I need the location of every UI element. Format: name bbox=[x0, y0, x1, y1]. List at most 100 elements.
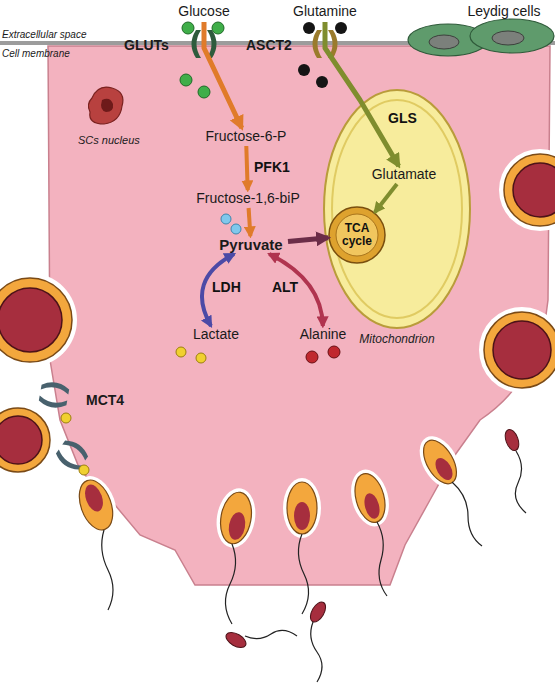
germ-cell-nucleus bbox=[513, 163, 555, 217]
enzyme-label: GLS bbox=[388, 110, 417, 126]
germ-cell-body bbox=[0, 278, 72, 362]
cell-type-node: Leydig cells bbox=[455, 2, 553, 22]
node-text: Fructose-6-P bbox=[206, 129, 287, 144]
metabolite-node: Pyruvate bbox=[214, 236, 288, 254]
tca-outer-ring bbox=[329, 207, 385, 263]
germ-cell-halo bbox=[499, 149, 555, 231]
enzyme-label: ALT bbox=[272, 279, 298, 295]
metabolite-node: Fructose-6-P bbox=[198, 128, 294, 146]
transporter-half bbox=[41, 380, 70, 394]
transporter-label: GLUTs bbox=[124, 37, 169, 53]
sperm-tail bbox=[102, 530, 113, 610]
spermatid-body bbox=[287, 482, 317, 534]
leydig-nucleus bbox=[429, 35, 459, 49]
lactate-molecule bbox=[196, 353, 206, 363]
lactate-molecule bbox=[61, 413, 71, 423]
sperm-tail bbox=[225, 544, 235, 624]
mct4-transporter bbox=[38, 380, 70, 409]
germ-cell-nucleus bbox=[0, 416, 42, 464]
spermatid bbox=[68, 470, 124, 610]
region-label: Cell membrane bbox=[2, 48, 70, 59]
spermatid-nucleus bbox=[227, 511, 248, 541]
node-text: Pyruvate bbox=[219, 237, 282, 254]
spermatid-nucleus bbox=[294, 502, 310, 530]
germ-cell bbox=[499, 149, 555, 231]
node-text: Leydig cells bbox=[467, 4, 540, 19]
sperm-head bbox=[307, 599, 328, 624]
sperm-tail bbox=[377, 522, 387, 596]
spermatid-nucleus bbox=[362, 492, 382, 521]
spermatid bbox=[411, 429, 482, 546]
pathway-arrow bbox=[325, 22, 399, 166]
glucose-molecule bbox=[198, 86, 210, 98]
glucose-molecule bbox=[182, 22, 194, 34]
germ-cell-halo bbox=[479, 307, 555, 393]
germ-cell-halo bbox=[0, 404, 54, 476]
spermatid-halo bbox=[411, 429, 468, 494]
leydig-nucleus bbox=[492, 31, 524, 45]
pathway-arrow bbox=[246, 146, 247, 190]
pathway-arrow bbox=[288, 238, 328, 242]
tca-inner-ring bbox=[336, 214, 378, 256]
transporter-label: ASCT2 bbox=[246, 37, 292, 53]
germ-cell bbox=[0, 404, 54, 476]
node-text: Glutamine bbox=[293, 4, 357, 19]
transporter-half bbox=[62, 437, 90, 461]
lactate-molecule bbox=[79, 465, 89, 475]
pyruvate-molecule bbox=[231, 224, 241, 234]
spermatid bbox=[283, 478, 321, 614]
metabolite-node: Lactate bbox=[186, 326, 246, 344]
spermatid-body bbox=[73, 475, 119, 534]
germ-cell-body bbox=[0, 408, 50, 472]
glutamine-molecule bbox=[335, 22, 347, 34]
glutamine-molecule bbox=[316, 76, 328, 88]
spermatid-nucleus bbox=[82, 482, 107, 514]
transporter-label: MCT4 bbox=[86, 392, 124, 408]
transporter-half bbox=[53, 449, 81, 473]
alanine-molecule bbox=[306, 351, 318, 363]
germ-cell-nucleus bbox=[0, 288, 62, 352]
spermatid-body bbox=[217, 490, 256, 546]
spermatid bbox=[212, 485, 260, 624]
spermatid-halo bbox=[212, 485, 260, 551]
germ-cell bbox=[479, 307, 555, 393]
spermatid-halo bbox=[68, 470, 124, 539]
metabolite-node: Alanine bbox=[292, 326, 354, 344]
metabolite-node: Fructose-1,6-biP bbox=[190, 190, 306, 208]
germ-cell bbox=[0, 273, 77, 367]
spermatid-halo bbox=[345, 465, 395, 530]
outer-membrane bbox=[324, 90, 470, 328]
sperm-tail bbox=[452, 482, 482, 546]
enzyme-label: PFK1 bbox=[254, 159, 290, 175]
sperm-tail bbox=[298, 534, 308, 614]
glutamine-molecule bbox=[298, 64, 310, 76]
metabolite-node: Glucose bbox=[176, 2, 232, 22]
node-text: Glucose bbox=[178, 4, 229, 19]
node-text: Alanine bbox=[300, 327, 347, 342]
germ-cell-halo bbox=[0, 273, 77, 367]
alanine-molecule bbox=[328, 346, 340, 358]
sertoli-nucleus bbox=[88, 87, 122, 124]
germ-cell-nucleus bbox=[493, 321, 551, 379]
spermatid bbox=[345, 465, 395, 596]
node-text: Lactate bbox=[193, 327, 239, 342]
germ-cell-body bbox=[484, 312, 555, 388]
glutamine-molecule bbox=[303, 22, 315, 34]
sperm-tail bbox=[245, 630, 297, 638]
tca-cycle-node: TCA cycle bbox=[328, 206, 386, 264]
node-text: Glutamate bbox=[372, 167, 437, 182]
sperm-tail bbox=[515, 451, 526, 513]
spermatid-body bbox=[350, 470, 390, 526]
sperm-head bbox=[503, 428, 522, 453]
pathway-arrow bbox=[375, 184, 397, 212]
glucose-molecule bbox=[180, 74, 192, 86]
spermatid-halo bbox=[283, 478, 321, 538]
lactate-molecule bbox=[176, 347, 186, 357]
node-text: Fructose-1,6-biP bbox=[196, 191, 299, 206]
metabolite-node: Glutamate bbox=[368, 166, 440, 184]
